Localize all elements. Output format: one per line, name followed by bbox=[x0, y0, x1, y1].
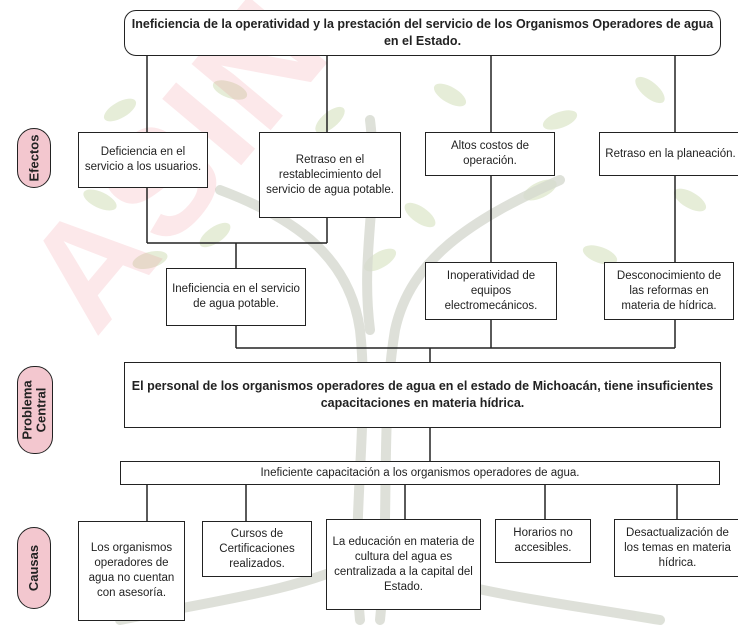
cause-box-4: Horarios no accesibles. bbox=[495, 519, 591, 563]
root-effect-title: Ineficiencia de la operatividad y la pre… bbox=[124, 10, 721, 56]
effect-box-2: Retraso en el restablecimiento del servi… bbox=[259, 132, 401, 218]
effect-box-1: Deficiencia en el servicio a los usuario… bbox=[78, 132, 208, 188]
label-causas: Causas bbox=[17, 527, 51, 609]
label-central-text: Central bbox=[34, 387, 49, 433]
cause-box-1: Los organismos operadores de agua no cue… bbox=[78, 521, 185, 621]
cause-box-3: La educación en materia de cultura del a… bbox=[326, 519, 481, 610]
central-problem: El personal de los organismos operadores… bbox=[124, 362, 721, 428]
cause-box-5: Desactualización de los temas en materia… bbox=[614, 519, 738, 577]
label-efectos-text: Efectos bbox=[26, 134, 41, 182]
label-efectos: Efectos bbox=[17, 128, 51, 188]
label-causas-text: Causas bbox=[26, 544, 41, 592]
intermediate-effect-2: Inoperatividad de equipos electromecánic… bbox=[425, 262, 557, 320]
effect-box-3: Altos costos de operación. bbox=[425, 132, 555, 176]
intermediate-effect-1: Ineficiencia en el servicio de agua pota… bbox=[166, 268, 306, 326]
intermediate-effect-3: Desconocimiento de las reformas en mater… bbox=[604, 262, 734, 320]
main-cause: Ineficiente capacitación a los organismo… bbox=[120, 461, 720, 485]
label-problema-central-text: Problema Central bbox=[20, 380, 49, 439]
effect-box-4: Retraso en la planeación. bbox=[599, 132, 738, 176]
label-problema-central: Problema Central bbox=[17, 366, 53, 454]
cause-box-2: Cursos de Certificaciones realizados. bbox=[202, 521, 312, 577]
